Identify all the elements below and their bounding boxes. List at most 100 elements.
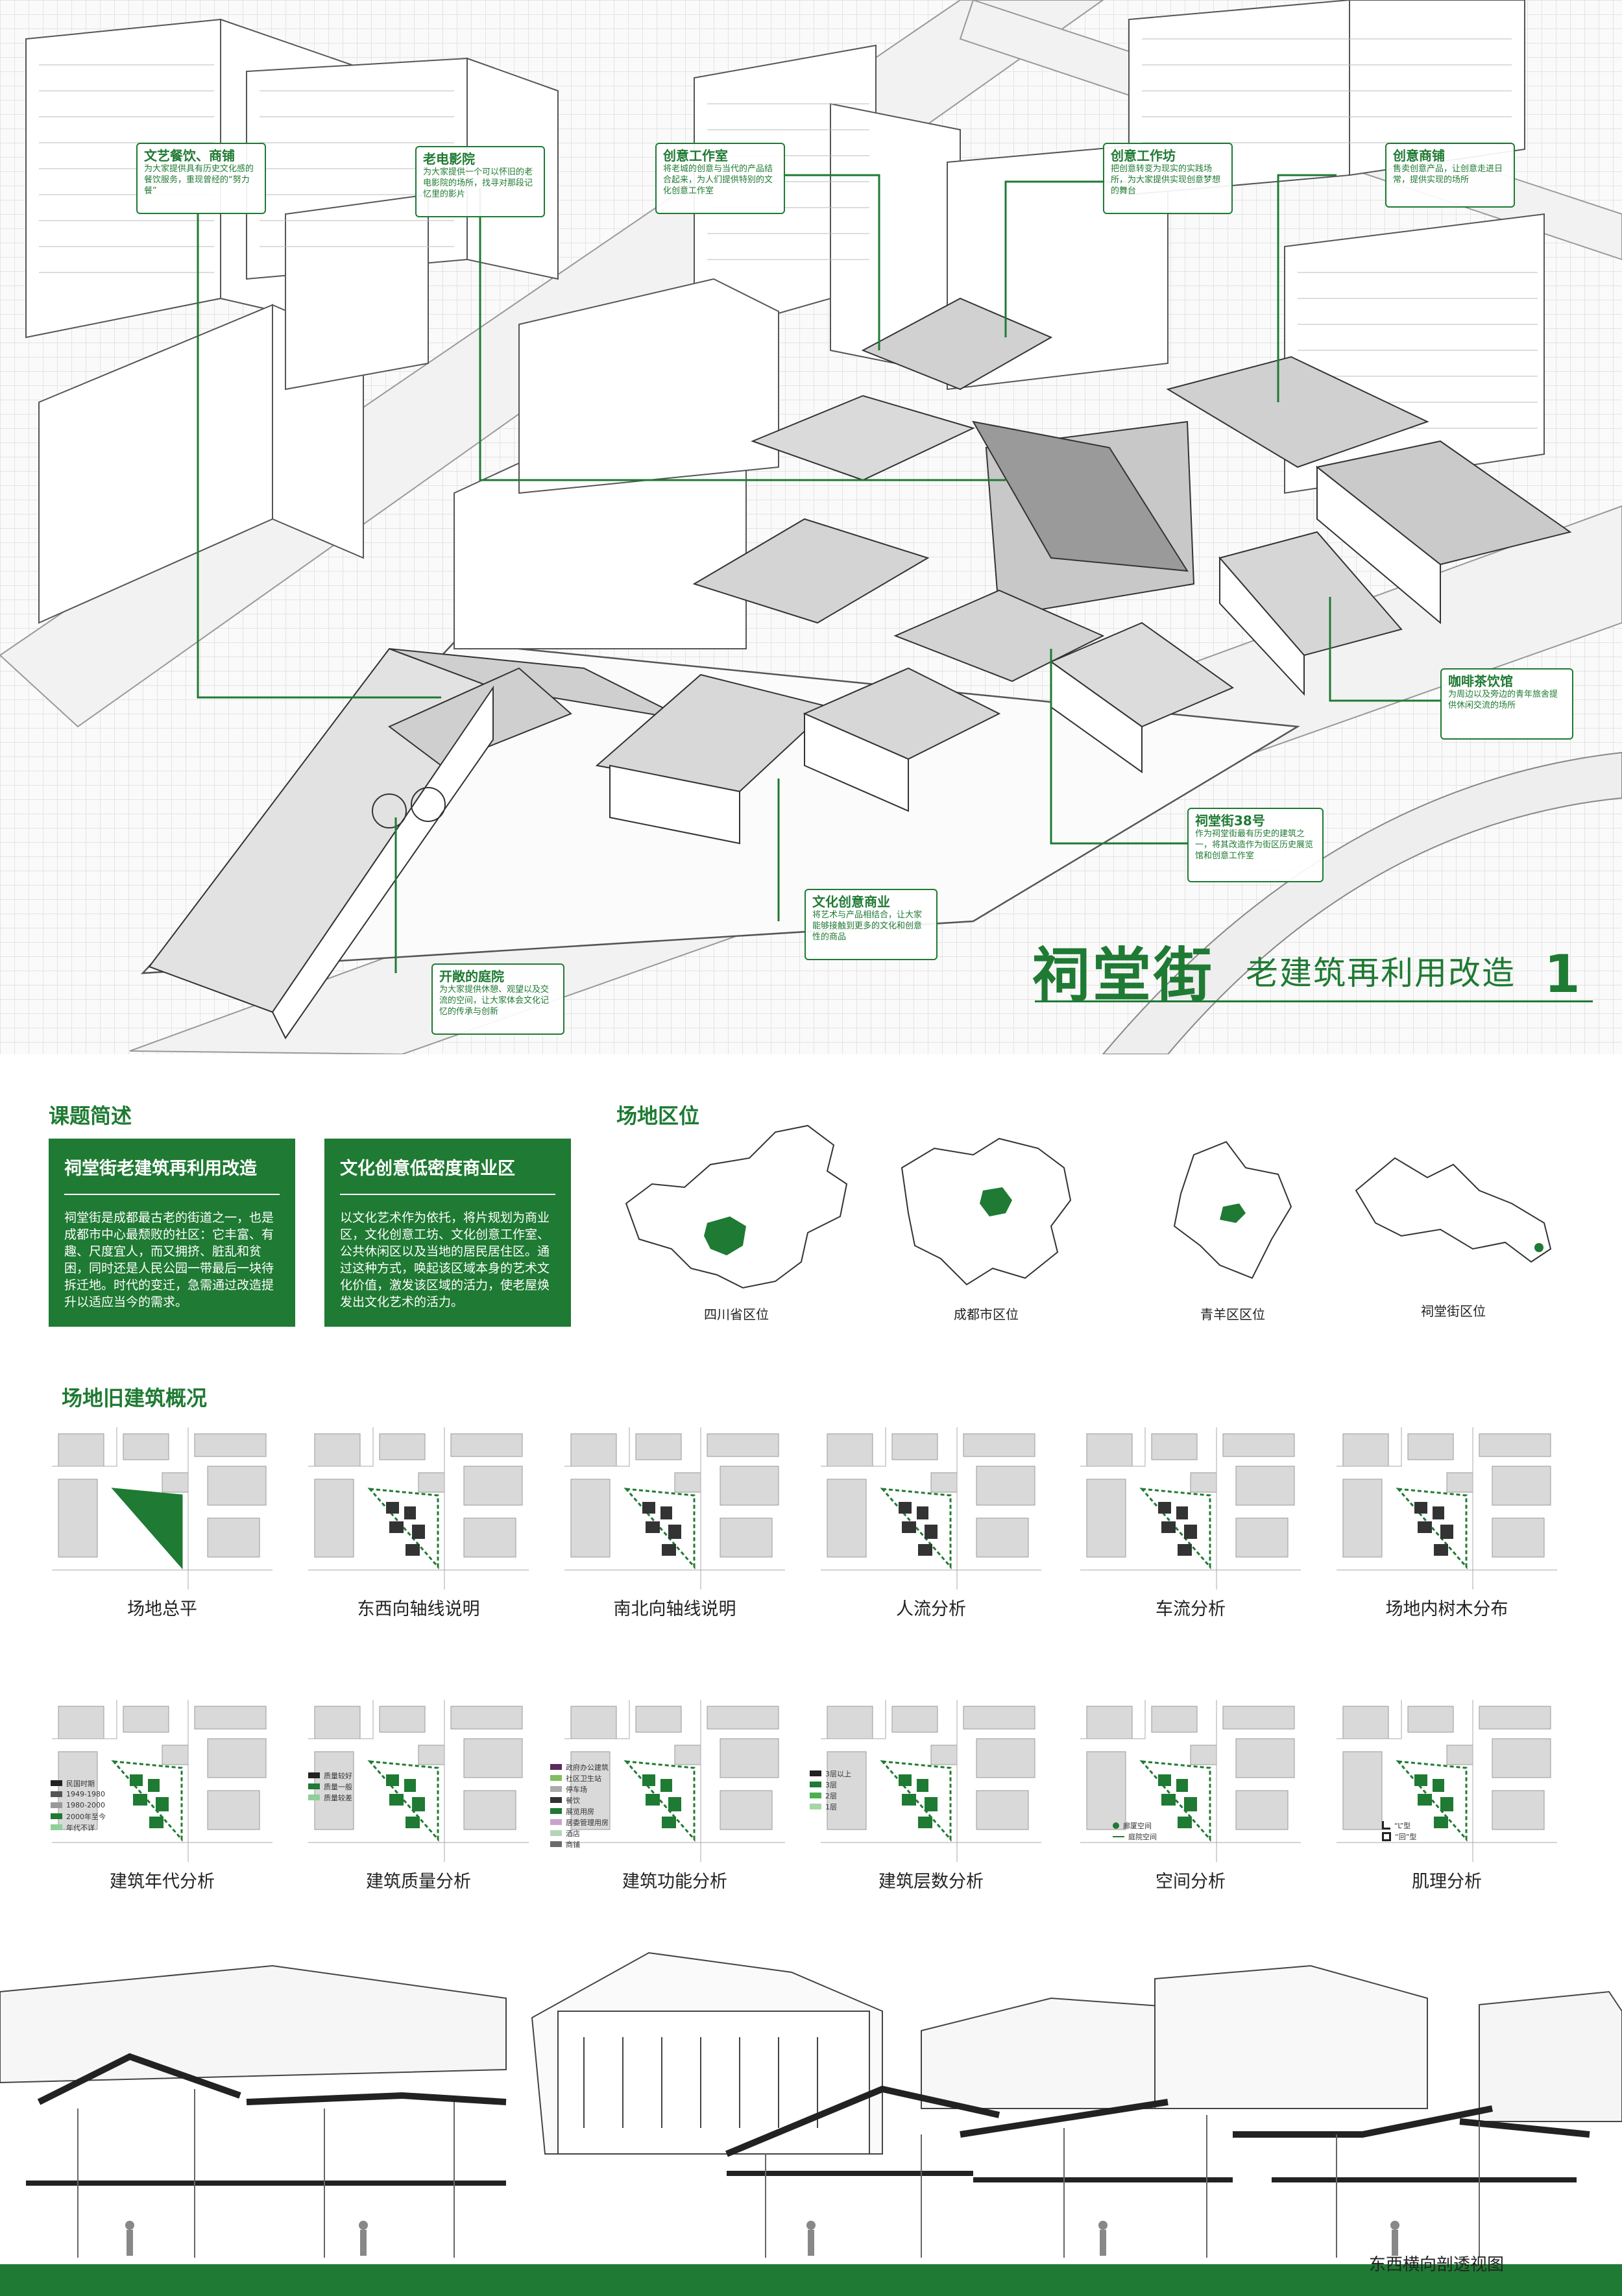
- legend-item: 政府办公建筑: [550, 1761, 609, 1772]
- location-section-title: 场地区位: [616, 1104, 700, 1128]
- survey-section-title: 场地旧建筑概况: [62, 1386, 208, 1410]
- legend-text: 停车场: [566, 1785, 587, 1794]
- legend-item: 1949-1980: [51, 1789, 106, 1800]
- legend-item: 质量较差: [308, 1792, 352, 1803]
- callout-desc: 作为祠堂街最有历史的建筑之一，将其改造作为街区历史展览馆和创意工作室: [1195, 829, 1314, 861]
- callout-desc: 为周边以及旁边的青年旅舍提供休闲交流的场所: [1448, 690, 1558, 710]
- legend-item: 2000年至今: [51, 1811, 106, 1822]
- callout-workshop: 创意工作坊 把创意转变为现实的实践场所，为大家提供实现创意梦想的舞台: [1103, 143, 1233, 214]
- legend-text: 3层: [825, 1780, 837, 1789]
- legend-item: 商铺: [550, 1839, 609, 1850]
- survey-panel: 空间分析: [1080, 1700, 1301, 1894]
- site-plan-diagram: [1080, 1700, 1301, 1862]
- callout-title: 祠堂街38号: [1195, 813, 1265, 828]
- callout-title: 创意工作坊: [1111, 148, 1176, 163]
- site-plan-diagram: [821, 1427, 1041, 1589]
- site-plan-diagram: [1337, 1427, 1557, 1589]
- site-plan-diagram: [821, 1700, 1041, 1862]
- legend-item: 质量较好: [308, 1770, 352, 1781]
- legend-item: 3层以上: [810, 1768, 851, 1779]
- survey-panel: 南北向轴线说明: [564, 1427, 785, 1622]
- page-title: 祠堂街: [1032, 941, 1215, 1009]
- intro-section-title: 课题简述: [49, 1104, 132, 1128]
- legend-text: 居委管理用房: [566, 1818, 609, 1827]
- legend-item: 质量一般: [308, 1781, 352, 1792]
- survey-panel: 车流分析: [1080, 1427, 1301, 1622]
- map-label-sichuan: 四川省区位: [704, 1307, 769, 1322]
- legend-item: 展览用房: [550, 1806, 609, 1817]
- site-plan-diagram: [1080, 1427, 1301, 1589]
- callout-title: 文化创意商业: [812, 894, 890, 910]
- site-plan-diagram: [308, 1700, 529, 1862]
- legend-text: 1949-1980: [66, 1790, 105, 1798]
- page-number: 1: [1544, 944, 1580, 1004]
- legend-text: 2000年至今: [66, 1812, 106, 1821]
- legend-item: 廊厦空间: [1113, 1820, 1157, 1831]
- axonometric-view: 文艺餐饮、商铺 为大家提供具有历史文化感的餐饮服务，重现曾经的“努力餐” 老电影…: [0, 0, 1622, 1054]
- legend-text: 展览用房: [566, 1807, 594, 1816]
- callout-desc: 把创意转变为现实的实践场所，为大家提供实现创意梦想的舞台: [1111, 164, 1221, 196]
- intro-box-2: 文化创意低密度商业区 以文化艺术作为依托，将片规划为商业区，文化创意工坊、文化创…: [324, 1139, 571, 1327]
- callout-title: 咖啡茶饮馆: [1448, 673, 1513, 689]
- legend-item: 1层: [810, 1801, 851, 1812]
- survey-panel-label: 建筑质量分析: [366, 1872, 471, 1892]
- survey-panel-label: 南北向轴线说明: [613, 1599, 736, 1619]
- legend-text: “L”型: [1394, 1821, 1411, 1830]
- survey-panel: 建筑层数分析: [821, 1700, 1041, 1894]
- section-caption: 东西横向剖透视图: [1369, 2255, 1505, 2275]
- section-perspective: [0, 1940, 1622, 2296]
- intro-box-body: 祠堂街是成都最古老的街道之一，也是成都市中心最颓败的社区：它丰富、有趣、尺度宜人…: [64, 1211, 274, 1309]
- callout-no38: 祠堂街38号 作为祠堂街最有历史的建筑之一，将其改造作为街区历史展览馆和创意工作…: [1187, 808, 1324, 882]
- legend-space: 廊厦空间 庭院空间: [1113, 1820, 1157, 1842]
- legend-text: 质量较好: [324, 1771, 352, 1780]
- survey-panel-label: 人流分析: [896, 1599, 966, 1619]
- map-label-qingyang: 青羊区区位: [1200, 1307, 1265, 1322]
- intro-box-1: 祠堂街老建筑再利用改造 祠堂街是成都最古老的街道之一，也是成都市中心最颓败的社区…: [49, 1139, 295, 1327]
- legend-quality: 质量较好 质量一般 质量较差: [308, 1770, 352, 1803]
- legend-text: 质量一般: [324, 1782, 352, 1791]
- legend-text: 3层以上: [825, 1769, 851, 1778]
- site-plan-diagram: [52, 1700, 272, 1862]
- legend-item: 停车场: [550, 1783, 609, 1795]
- legend-function: 政府办公建筑 社区卫生站 停车场 餐饮 展览用房 居委管理用房 酒店 商铺: [550, 1761, 609, 1850]
- survey-panel-label: 建筑层数分析: [878, 1872, 984, 1892]
- callout-shop: 创意商铺 售卖创意产品，让创意走进日常，提供实现的场所: [1385, 143, 1515, 208]
- intro-box-body: 以文化艺术作为依托，将片规划为商业区，文化创意工坊、文化创意工作室、公共休闲区以…: [340, 1211, 550, 1309]
- site-plan-diagram: [308, 1427, 529, 1589]
- legend-item: 年代不详: [51, 1822, 106, 1833]
- legend-text: 庭院空间: [1128, 1832, 1157, 1841]
- qingyang-map: [1355, 1157, 1552, 1263]
- survey-panel: 建筑功能分析: [564, 1700, 785, 1894]
- china-map: [625, 1124, 848, 1289]
- legend-text: 社区卫生站: [566, 1774, 601, 1783]
- callout-title: 老电影院: [423, 151, 475, 167]
- legend-text: 年代不详: [66, 1823, 95, 1832]
- survey-panel-label: 场地总平: [127, 1599, 197, 1619]
- survey-panel-label: 肌理分析: [1412, 1872, 1482, 1892]
- callout-studio: 创意工作室 将老城的创意与当代的产品结合起来，为人们提供特别的文化创意工作室: [655, 143, 785, 214]
- survey-panel-label: 建筑年代分析: [110, 1872, 215, 1892]
- legend-item: 酒店: [550, 1828, 609, 1839]
- callout-cinema: 老电影院 为大家提供一个可以怀旧的老电影院的场所，找寻对那段记忆里的影片: [415, 146, 545, 217]
- survey-panel-label: 车流分析: [1156, 1599, 1226, 1619]
- survey-panel-label: 建筑功能分析: [622, 1872, 727, 1892]
- legend-item: 2层: [810, 1790, 851, 1801]
- legend-text: “回”型: [1395, 1832, 1417, 1841]
- legend-item: 庭院空间: [1113, 1831, 1157, 1842]
- callout-title: 开敞的庭院: [439, 969, 504, 984]
- survey-panel: 东西向轴线说明: [308, 1427, 529, 1622]
- callout-title: 创意工作室: [663, 148, 728, 163]
- survey-panel-label: 东西向轴线说明: [357, 1599, 480, 1619]
- legend-age: 民国时期 1949-1980 1980-2000 2000年至今 年代不详: [51, 1778, 106, 1833]
- legend-text: 廊厦空间: [1123, 1821, 1152, 1830]
- sichuan-map: [901, 1137, 1072, 1286]
- legend-item: 1980-2000: [51, 1800, 106, 1811]
- axonometric-drawing: [0, 0, 1622, 1054]
- legend-text: 2层: [825, 1791, 837, 1800]
- survey-panel: 肌理分析: [1337, 1700, 1557, 1894]
- survey-panel: 建筑质量分析: [308, 1700, 529, 1894]
- legend-text: 1层: [825, 1802, 837, 1811]
- title-underline: [1035, 1000, 1593, 1002]
- legend-text: 商铺: [566, 1840, 580, 1849]
- legend-item: 民国时期: [51, 1778, 106, 1789]
